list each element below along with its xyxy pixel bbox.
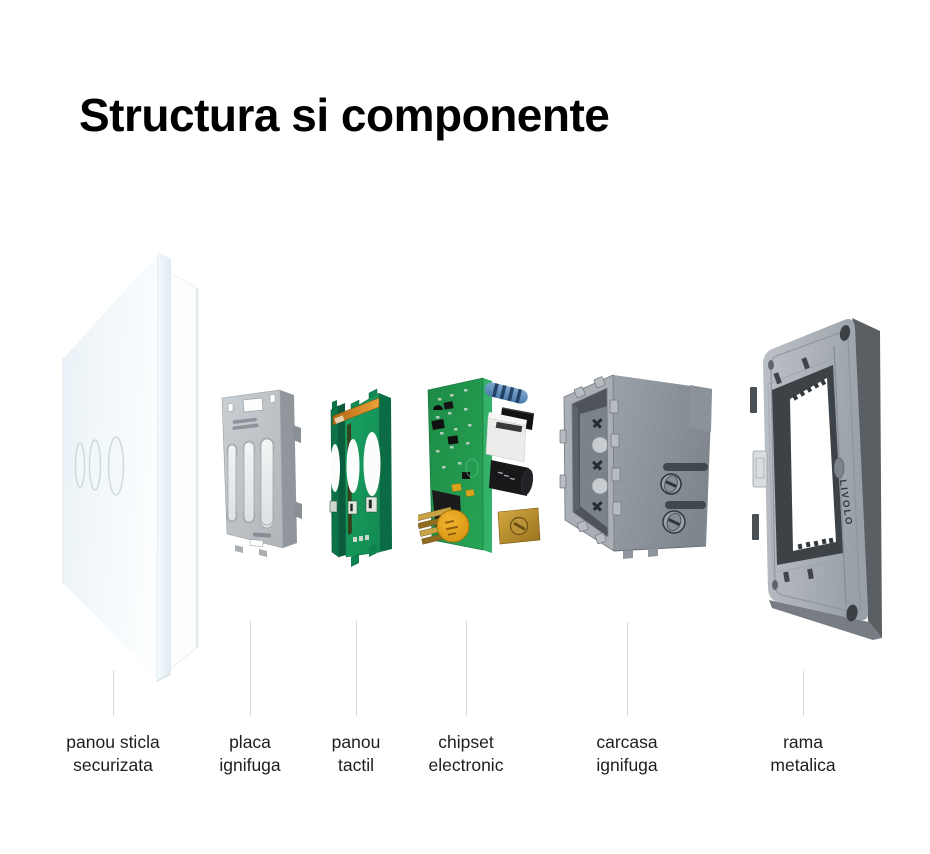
smd-components (431, 401, 479, 497)
relay (485, 412, 527, 463)
fireproof-case-image (559, 374, 712, 559)
frame-opening (790, 378, 836, 551)
engraved-text-marks (232, 417, 259, 430)
screw-hole (846, 604, 858, 622)
component-label-chipset: chipset electronic (428, 732, 504, 775)
screw-terminal (660, 473, 682, 495)
leader-line-fireproof-plate (250, 621, 251, 716)
leader-line-fireproof-case (627, 622, 628, 716)
leader-line-glass-panel (113, 670, 114, 716)
screw-hole (772, 580, 778, 590)
resistor (484, 382, 528, 404)
leader-line-touch-panel (356, 621, 357, 716)
electrolytic-capacitor (489, 460, 534, 496)
screw-hole (768, 360, 774, 370)
mounting-hole (591, 477, 609, 495)
mounting-hole (591, 436, 609, 454)
touch-pad (330, 444, 340, 492)
screw-hole (839, 325, 851, 341)
pad-row (353, 535, 369, 542)
glass-panel-image (62, 250, 199, 683)
solder-pads (329, 496, 378, 515)
electronic-chipset-image (418, 377, 541, 553)
frame-teeth (792, 379, 834, 550)
frame-notches (773, 357, 814, 583)
terminal-block (497, 507, 541, 545)
component-label-fireproof-plate: placa ignifuga (219, 732, 281, 775)
frame-latch (752, 450, 768, 488)
touch-pad (346, 439, 360, 493)
clip-posts (592, 418, 603, 512)
leader-line-metal-frame (803, 671, 804, 716)
side-recess (833, 457, 845, 479)
touch-pad (363, 432, 381, 496)
touch-circle (107, 436, 125, 496)
glass-edge (157, 252, 171, 681)
disc-capacitor (436, 509, 470, 543)
solder-pads (436, 389, 472, 469)
metal-frame-image: LIVOLO (750, 318, 882, 640)
screw-terminal (662, 510, 686, 534)
leader-line-chipset (466, 621, 467, 716)
component-label-glass-panel: panou sticla securizata (66, 732, 160, 775)
frame-clip (750, 387, 757, 413)
component-label-metal-frame: rama metalica (770, 732, 836, 775)
case-tabs (559, 376, 622, 545)
touch-panel-image (329, 388, 392, 567)
fireproof-plate-image (221, 389, 302, 557)
touch-circle (88, 439, 102, 491)
page-title: Structura si componente (79, 89, 610, 141)
touch-circle (74, 442, 86, 488)
plate-slots (226, 437, 275, 529)
component-label-touch-panel: panou tactil (331, 732, 381, 775)
component-label-fireproof-case: carcasa ignifuga (596, 732, 658, 775)
frame-clip (752, 514, 759, 540)
flex-cable (332, 397, 380, 426)
